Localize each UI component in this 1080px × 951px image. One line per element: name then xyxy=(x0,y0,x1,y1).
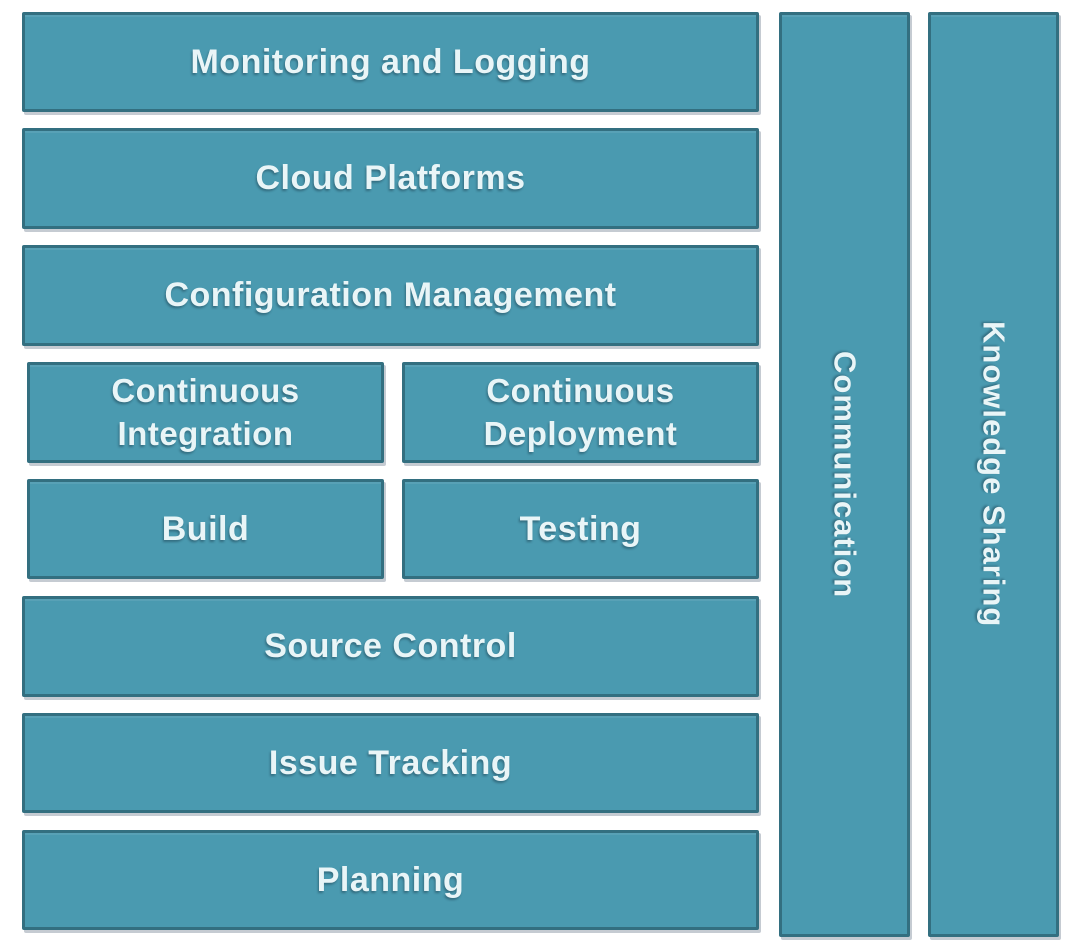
box-build: Build xyxy=(27,479,384,579)
box-cloud-platforms: Cloud Platforms xyxy=(22,128,759,229)
sidebar-label: Communication xyxy=(827,350,863,599)
box-configuration-management: Configuration Management xyxy=(22,245,759,346)
box-label: Continuous Deployment xyxy=(483,371,678,452)
box-source-control: Source Control xyxy=(22,596,759,697)
box-issue-tracking: Issue Tracking xyxy=(22,713,759,813)
box-label: Continuous Integration xyxy=(111,371,300,452)
box-label: Build xyxy=(161,509,250,548)
box-continuous-deployment: Continuous Deployment xyxy=(402,362,759,463)
sidebar-label: Knowledge Sharing xyxy=(976,321,1012,628)
box-label: Planning xyxy=(316,860,465,899)
box-label: Testing xyxy=(519,509,642,548)
box-label: Configuration Management xyxy=(164,276,617,315)
sidebar-communication: Communication xyxy=(779,12,910,937)
box-label: Cloud Platforms xyxy=(255,159,526,198)
box-label: Monitoring and Logging xyxy=(190,42,591,81)
box-label: Source Control xyxy=(264,627,517,666)
box-planning: Planning xyxy=(22,830,759,930)
box-label: Issue Tracking xyxy=(268,743,513,782)
box-testing: Testing xyxy=(402,479,759,579)
sidebar-knowledge-sharing: Knowledge Sharing xyxy=(928,12,1059,937)
box-continuous-integration: Continuous Integration xyxy=(27,362,384,463)
box-monitoring-and-logging: Monitoring and Logging xyxy=(22,12,759,112)
